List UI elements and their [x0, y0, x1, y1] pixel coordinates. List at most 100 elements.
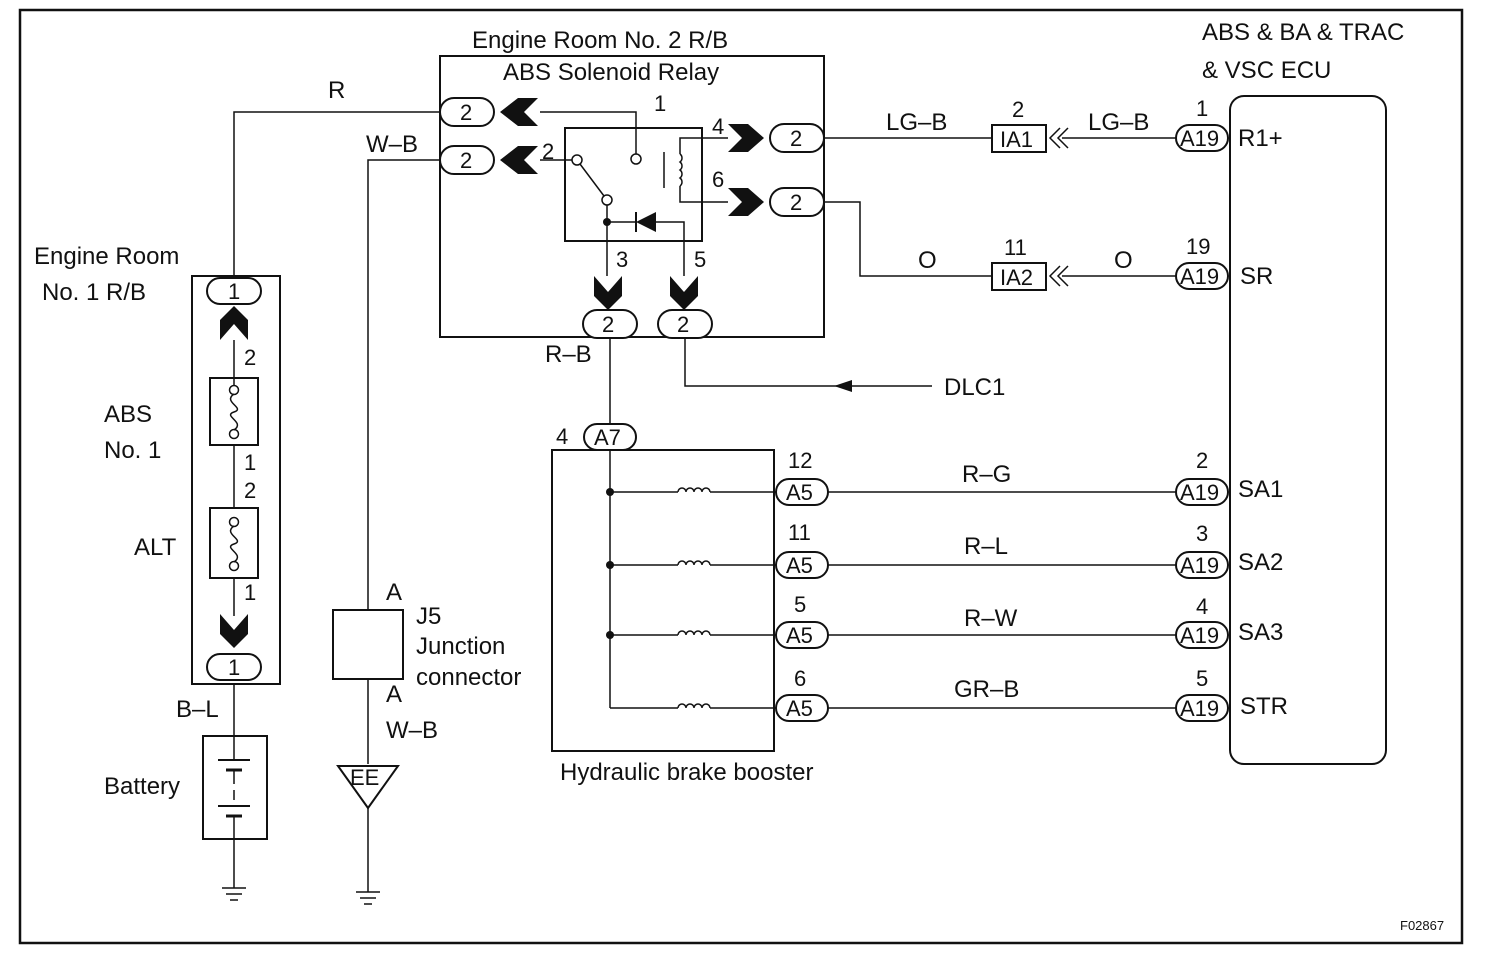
svg-text:IA1: IA1 [1000, 127, 1033, 152]
diagram-frame [18, 8, 1464, 945]
abs-solenoid-relay-title: ABS Solenoid Relay [503, 59, 719, 86]
wire-label-wb-bottom: W–B [386, 717, 438, 744]
a19-connector-sr: A19 19 [1175, 234, 1229, 290]
ecu-terminal-r1: R1+ [1238, 125, 1283, 152]
rb1-pin-1b: 1 [244, 580, 256, 605]
hydraulic-brake-booster-box [551, 449, 775, 752]
dlc1-label: DLC1 [944, 374, 1005, 401]
figure-code: F02867 [1400, 918, 1444, 933]
wire-label-wb-top: W–B [366, 131, 418, 158]
wire-label-rb: R–B [545, 341, 592, 368]
wire-label-o-1: O [918, 247, 937, 274]
svg-text:1: 1 [228, 655, 240, 680]
wire-label-rg: R–G [962, 461, 1011, 488]
ecu-box [1229, 95, 1387, 765]
battery-ground-icon [222, 887, 246, 901]
wire-label-lgb-2: LG–B [1088, 109, 1149, 136]
svg-text:2: 2 [790, 126, 802, 151]
a5-connector-11: A5 11 [775, 520, 829, 579]
svg-text:A19: A19 [1180, 480, 1219, 505]
ecu-terminal-str: STR [1240, 693, 1288, 720]
svg-text:19: 19 [1186, 234, 1210, 259]
rb1-connector-top: 1 [206, 277, 262, 340]
svg-text:11: 11 [1004, 235, 1027, 260]
svg-text:A5: A5 [786, 696, 813, 721]
relay-pin-5: 5 [694, 247, 706, 272]
svg-text:4: 4 [1196, 594, 1208, 619]
wire-r [233, 111, 440, 276]
a19-connector-sa2: A19 3 [1175, 521, 1229, 579]
rb1-pin-1a: 1 [244, 450, 256, 475]
a7-connector: A7 4 [556, 423, 637, 451]
ecu-title-1: ABS & BA & TRAC [1202, 19, 1404, 46]
engine-room-no2-rb-title: Engine Room No. 2 R/B [472, 27, 728, 54]
a5-connector-6: A5 6 [775, 666, 829, 722]
wire-label-rl: R–L [964, 533, 1008, 560]
svg-text:A19: A19 [1180, 126, 1219, 151]
svg-text:2: 2 [460, 148, 472, 173]
wire-label-grb: GR–B [954, 676, 1019, 703]
svg-text:A5: A5 [786, 623, 813, 648]
solenoid-relay-box [564, 127, 703, 242]
fuse-abs-label-1: ABS [104, 401, 152, 428]
svg-text:5: 5 [794, 592, 806, 617]
svg-text:EE: EE [350, 765, 379, 790]
svg-text:2: 2 [677, 312, 689, 337]
svg-text:A19: A19 [1180, 264, 1219, 289]
svg-text:6: 6 [794, 666, 806, 691]
svg-text:11: 11 [788, 520, 811, 545]
rb2-connector-pin4: 2 [728, 123, 825, 153]
engine-room-no1-rb-title-1: Engine Room [34, 243, 179, 270]
booster-solenoid-1 [606, 487, 776, 496]
rb1-connector-bottom: 1 [206, 614, 262, 681]
wire-wb [367, 159, 440, 610]
engine-room-no2-rb-box [439, 55, 825, 338]
wire-label-rw: R–W [964, 605, 1018, 632]
ecu-title-2: & VSC ECU [1202, 57, 1331, 84]
alt-fuse [209, 507, 259, 579]
relay-pin-1: 1 [654, 91, 666, 116]
relay-pin-6: 6 [712, 167, 724, 192]
svg-text:2: 2 [1012, 97, 1024, 122]
svg-text:A19: A19 [1180, 696, 1219, 721]
j5-label-1: J5 [416, 603, 441, 630]
a19-connector-sa3: A19 4 [1175, 594, 1229, 649]
booster-solenoid-2 [606, 560, 776, 569]
ia2-connector: IA2 11 [991, 235, 1069, 291]
relay-pin-2: 2 [542, 139, 554, 164]
rb2-connector-pin5: 2 [657, 276, 713, 339]
svg-text:IA2: IA2 [1000, 265, 1033, 290]
svg-text:12: 12 [788, 448, 812, 473]
rb2-connector-wb: 2 [439, 145, 538, 175]
svg-text:A7: A7 [594, 425, 621, 450]
booster-label: Hydraulic brake booster [560, 759, 813, 786]
wire-label-bl: B–L [176, 696, 219, 723]
svg-text:1: 1 [228, 279, 240, 304]
j5-label-2: Junction [416, 633, 505, 660]
j5-pin-a-bottom: A [386, 681, 402, 708]
svg-text:A5: A5 [786, 553, 813, 578]
svg-text:2: 2 [1196, 448, 1208, 473]
wire-label-o-2: O [1114, 247, 1133, 274]
svg-text:4: 4 [556, 424, 568, 449]
svg-text:1: 1 [1196, 96, 1208, 121]
svg-text:A5: A5 [786, 480, 813, 505]
a19-connector-sa1: A19 2 [1175, 448, 1229, 506]
relay-pin-3: 3 [616, 247, 628, 272]
fuse-abs-label-2: No. 1 [104, 437, 161, 464]
ecu-terminal-sa3: SA3 [1238, 619, 1283, 646]
ecu-terminal-sa1: SA1 [1238, 476, 1283, 503]
ia1-connector: IA1 2 [991, 97, 1069, 153]
j5-label-3: connector [416, 664, 521, 691]
wire-label-r: R [328, 77, 345, 104]
ecu-terminal-sr: SR [1240, 263, 1273, 290]
a5-connector-12: A5 12 [775, 448, 829, 506]
battery-symbol [202, 735, 268, 840]
svg-text:A19: A19 [1180, 553, 1219, 578]
relay-internals [540, 111, 728, 276]
wire-dlc1 [684, 338, 932, 387]
svg-text:3: 3 [1196, 521, 1208, 546]
rb2-connector-pin6: 2 [728, 187, 825, 217]
wire-o [824, 201, 992, 277]
